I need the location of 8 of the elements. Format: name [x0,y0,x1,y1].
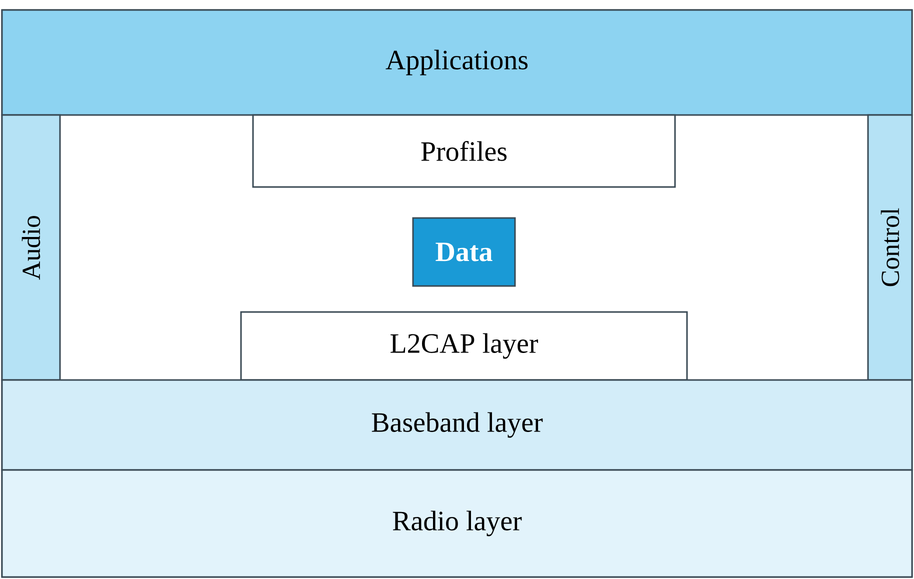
layer-band: Baseband layer [1,379,913,471]
side-band: Control [867,114,913,381]
side-band: Audio [1,114,61,381]
layer-box: L2CAP layer [240,311,688,381]
layer-band: Radio layer [1,469,913,578]
data-box: Data [412,217,516,287]
layer-band: Applications [1,9,913,116]
layer-box: Profiles [252,114,676,188]
